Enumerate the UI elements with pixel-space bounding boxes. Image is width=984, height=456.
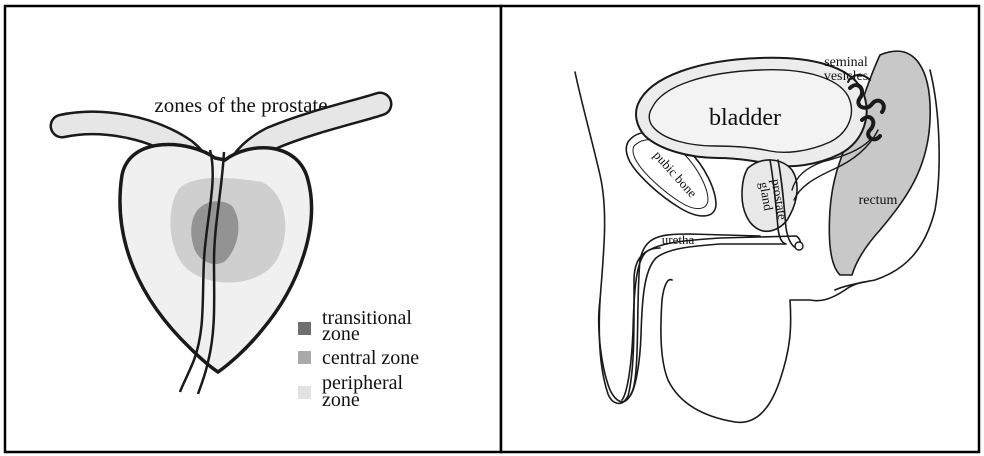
urethra-bulb bbox=[795, 242, 803, 250]
legend-swatch-peripheral bbox=[298, 386, 311, 399]
label-vesicles: vesicles bbox=[824, 69, 868, 84]
legend-swatch-central bbox=[298, 351, 311, 364]
legend-swatch-transitional bbox=[298, 322, 311, 335]
legend-label-peripheral-2: zone bbox=[322, 389, 360, 411]
legend-label-transitional-2: zone bbox=[322, 323, 360, 345]
label-seminal: seminal bbox=[824, 55, 868, 70]
prostate-zones-title: zones of the prostate bbox=[154, 93, 327, 117]
label-bladder: bladder bbox=[709, 105, 781, 131]
label-urethra: uretha bbox=[662, 232, 695, 247]
left-panel: zones of the prostate transitional zone … bbox=[5, 6, 501, 452]
label-rectum: rectum bbox=[859, 193, 898, 208]
right-panel: bladder seminal vesicles pubic bone pros… bbox=[501, 6, 979, 452]
legend-label-central: central zone bbox=[322, 347, 419, 369]
